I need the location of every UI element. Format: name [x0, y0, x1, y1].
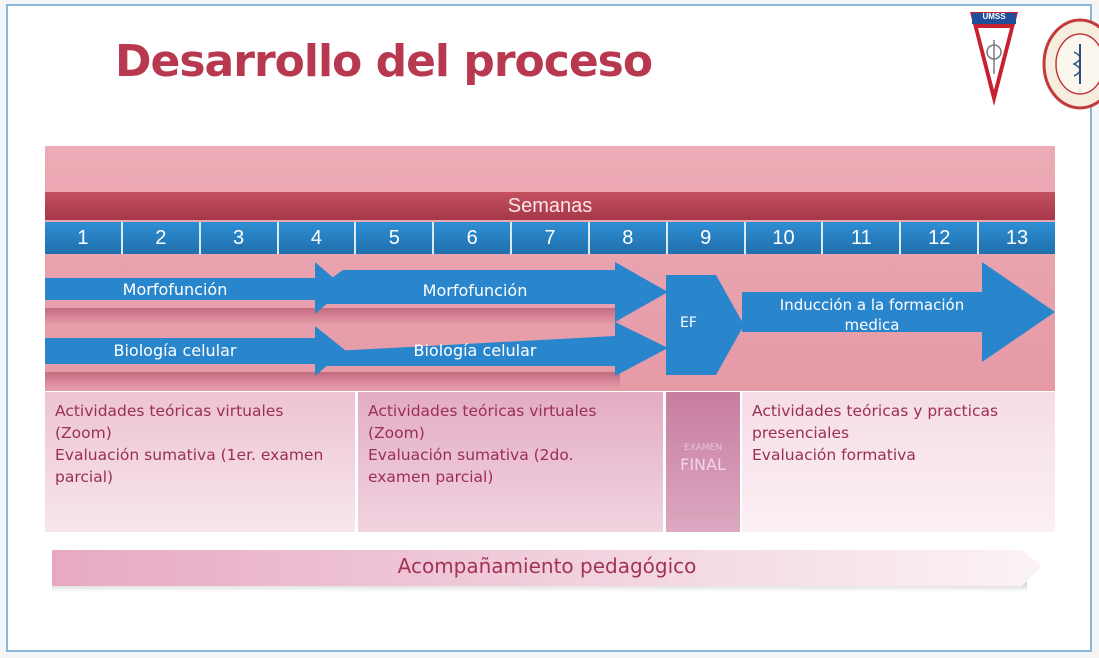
page-title: Desarrollo del proceso [115, 36, 653, 87]
arrow-label-line: Inducción a la formación [779, 296, 965, 314]
pedagogical-support-label: Acompañamiento pedagógico [397, 554, 697, 578]
week-cell: 9 [667, 222, 744, 254]
final-exam-small: EXAMEN [683, 443, 723, 453]
arrow-morfofuncion-2: Morfofunción [315, 262, 668, 322]
activity-box-4: Actividades teóricas y practicas presenc… [742, 392, 1055, 532]
final-exam-box: EXAMEN FINAL [666, 392, 740, 532]
arrow-ef: EF [666, 275, 746, 375]
arrow-shadow [45, 308, 620, 324]
box-line: parcial) [55, 468, 114, 486]
arrow-induccion: Inducción a la formación medica [742, 262, 1055, 362]
box-line: (Zoom) [55, 424, 112, 442]
box-line: (Zoom) [368, 424, 425, 442]
week-cell: 12 [901, 222, 978, 254]
box-line: Actividades teóricas virtuales [55, 402, 284, 420]
final-exam-label: FINAL [680, 455, 726, 474]
arrow-biologia-2: Biología celular [315, 318, 668, 380]
box-line: presenciales [752, 424, 850, 442]
pedagogical-support-arrow: Acompañamiento pedagógico [52, 546, 1042, 592]
week-cell: 6 [434, 222, 511, 254]
week-cell: 1 [45, 222, 121, 254]
week-cell: 13 [979, 222, 1055, 254]
week-cell: 3 [200, 222, 277, 254]
box-line: Evaluación sumativa (1er. examen [55, 446, 324, 464]
box-line: Actividades teóricas y practicas [752, 402, 999, 420]
arrow-label: Inducción a la formación medica [742, 295, 1002, 335]
week-cell: 7 [512, 222, 588, 254]
box-line: examen parcial) [368, 468, 494, 486]
umss-shield-logo: UMSS [968, 10, 1020, 110]
week-cell: 10 [745, 222, 822, 254]
week-cell: 8 [589, 222, 666, 254]
arrow-shadow [45, 372, 620, 388]
activity-box-2: Actividades teóricas virtuales (Zoom) Ev… [358, 392, 663, 532]
week-cell: 11 [823, 222, 900, 254]
box-line: Evaluación formativa [752, 446, 916, 464]
arrow-label: Morfofunción [422, 281, 528, 300]
week-cell: 5 [356, 222, 433, 254]
weeks-header: Semanas [45, 192, 1055, 220]
activity-box-1: Actividades teóricas virtuales (Zoom) Ev… [45, 392, 355, 532]
week-cell: 2 [122, 222, 199, 254]
box-line: Evaluación sumativa (2do. [368, 446, 574, 464]
arrow-label: Morfofunción [122, 280, 228, 299]
arrow-morfofuncion-1: Morfofunción [45, 262, 345, 314]
faculty-seal-logo [1040, 16, 1099, 112]
arrow-label: Biología celular [113, 341, 237, 360]
arrow-biologia-1: Biología celular [45, 326, 345, 378]
arrow-label-line: medica [844, 316, 900, 334]
box-line: Actividades teóricas virtuales [368, 402, 597, 420]
week-cell: 4 [278, 222, 355, 254]
umss-logo-text: UMSS [982, 12, 1006, 21]
arrow-label: Biología celular [413, 341, 537, 360]
arrow-label: EF [680, 315, 697, 331]
